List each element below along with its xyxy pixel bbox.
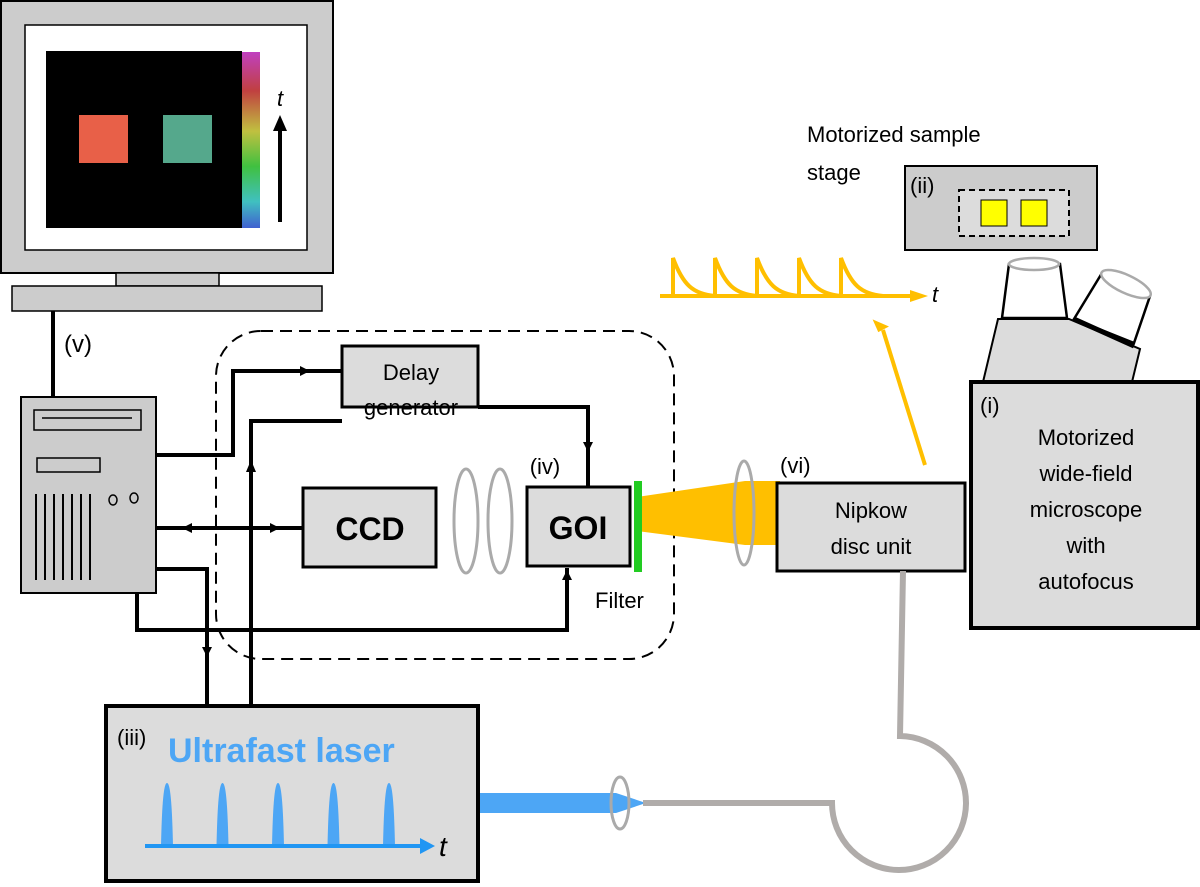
power-button-icon (108, 494, 118, 506)
microscope-body (969, 380, 1200, 630)
decay-axis-arrowhead-icon (910, 290, 928, 302)
computer-tower: (v) (20, 311, 157, 594)
collimating-lens (732, 459, 756, 567)
fiber-coupling-lens (609, 775, 631, 831)
microscope-label-line2: wide-field (1039, 461, 1133, 486)
pixel-teal (163, 115, 212, 163)
emission-beam (637, 481, 780, 545)
delay-generator-label-line1: Delay (383, 360, 439, 385)
laser-beam (480, 793, 616, 813)
delay-generator: Delay generator (340, 344, 480, 420)
laser-pulse (161, 783, 173, 846)
drive-bay-2 (36, 457, 101, 473)
laser-axis-arrowhead-icon (420, 838, 435, 854)
emission-filter (634, 481, 642, 572)
stage-index-label: (ii) (910, 173, 934, 198)
laser-index-label: (iii) (117, 725, 146, 750)
ccd-label: CCD (335, 511, 404, 547)
pc-to-goi-line (135, 568, 569, 632)
fluorescence-image (46, 51, 242, 228)
microscope-label-line5: autofocus (1038, 569, 1133, 594)
pixel-red (79, 115, 128, 163)
fiber-coupling-focus (616, 793, 646, 813)
decay-time-label: t (932, 282, 939, 307)
pc-to-laser-line (156, 567, 209, 706)
gated-optical-intensifier: (iv) GOI (525, 454, 632, 568)
laser-pulse (383, 783, 395, 846)
nipkow-label-line1: Nipkow (835, 498, 907, 523)
ccd-camera: CCD (301, 486, 438, 569)
filter-label: Filter (595, 588, 644, 613)
laser-label: Ultrafast laser (168, 732, 395, 770)
reset-button-icon (129, 492, 139, 504)
microscope: (i) Motorized wide-field microscope with… (969, 256, 1200, 630)
delay-generator-label-line2: generator (364, 395, 458, 420)
emission-pointer-line (881, 329, 927, 466)
decay-curve (671, 257, 884, 298)
microscope-index-label: (i) (980, 393, 1000, 418)
drive-bay (33, 409, 142, 431)
time-arrow-head-icon (273, 115, 287, 131)
sample-region (958, 189, 1070, 237)
computer-index-label: (v) (64, 331, 92, 358)
laser-pulse (327, 783, 340, 846)
laser-pulse-train (161, 783, 395, 846)
color-scale-bar (242, 52, 260, 228)
laser-trigger-line (249, 419, 342, 706)
sample-stage: Motorized sample stage (ii) (807, 122, 1098, 251)
nipkow-index-label: (vi) (780, 453, 811, 478)
monitor-base (11, 285, 323, 312)
fluorescence-decay-signal: t (660, 257, 939, 466)
relay-lens-1 (452, 467, 480, 575)
pc-to-delay-line (156, 369, 342, 457)
sample-2 (1020, 199, 1048, 227)
eyepiece-1 (1000, 262, 1069, 320)
arrowheads (182, 366, 593, 657)
nipkow-disc-unit: (vi) Nipkow disc unit (775, 453, 967, 573)
optical-fiber (643, 570, 969, 873)
emission-pointer-arrowhead-icon (872, 319, 889, 333)
microscope-label-line1: Motorized (1038, 425, 1135, 450)
microscope-label-line4: with (1065, 533, 1105, 558)
sample-1 (980, 199, 1008, 227)
goi-label: GOI (549, 510, 608, 546)
ultrafast-laser: (iii) Ultrafast laser t (104, 704, 480, 883)
stage-label-line1: Motorized sample (807, 122, 981, 147)
goi-index-label: (iv) (530, 454, 561, 479)
laser-pulse (216, 783, 229, 846)
laser-pulse (272, 783, 284, 846)
monitor-time-label: t (277, 86, 284, 111)
microscope-label-line3: microscope (1030, 497, 1142, 522)
vent-slots (35, 494, 91, 580)
monitor: t (0, 0, 334, 312)
nipkow-label-line2: disc unit (831, 534, 912, 559)
stage-label-line2: stage (807, 160, 861, 185)
relay-lens-2 (486, 467, 514, 575)
monitor-neck (115, 272, 220, 287)
delay-to-goi-line (478, 405, 590, 487)
laser-time-label: t (439, 831, 448, 862)
